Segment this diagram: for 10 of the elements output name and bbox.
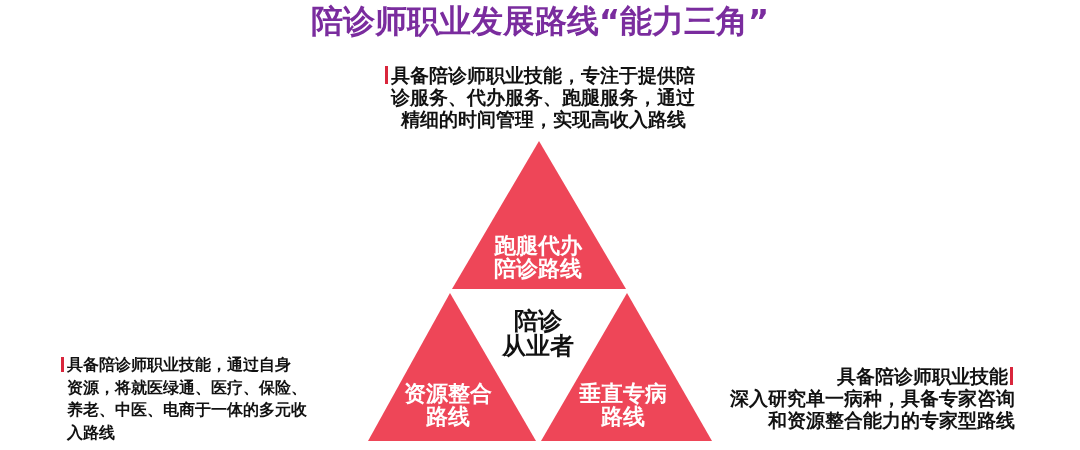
title: 陪诊师职业发展路线“能力三角” [310, 2, 770, 40]
description-text: 具备陪诊师职业技能，通过自身资源，将就医绿通、医疗、保险、养老、中医、电商于一体的多元收入路线 [67, 354, 307, 444]
description-text: 具备陪诊师职业技能，专注于提供陪诊服务、代办服务、跑腿服务，通过精细的时间管理，实现高收入路线 [391, 64, 695, 130]
description-text: 具备陪诊师职业技能 [837, 365, 1008, 387]
segment-label: 资源整合路线 [404, 382, 492, 428]
triangle-segment [452, 141, 626, 289]
segment-label: 跑腿代办陪诊路线 [494, 234, 582, 280]
center-role-text: 陪诊从业者 [502, 309, 574, 359]
segment-label: 垂直专病路线 [579, 382, 667, 428]
description-text: 深入研究单一病种，具备专家咨询和资源整合能力的专家型路线 [730, 387, 1015, 431]
